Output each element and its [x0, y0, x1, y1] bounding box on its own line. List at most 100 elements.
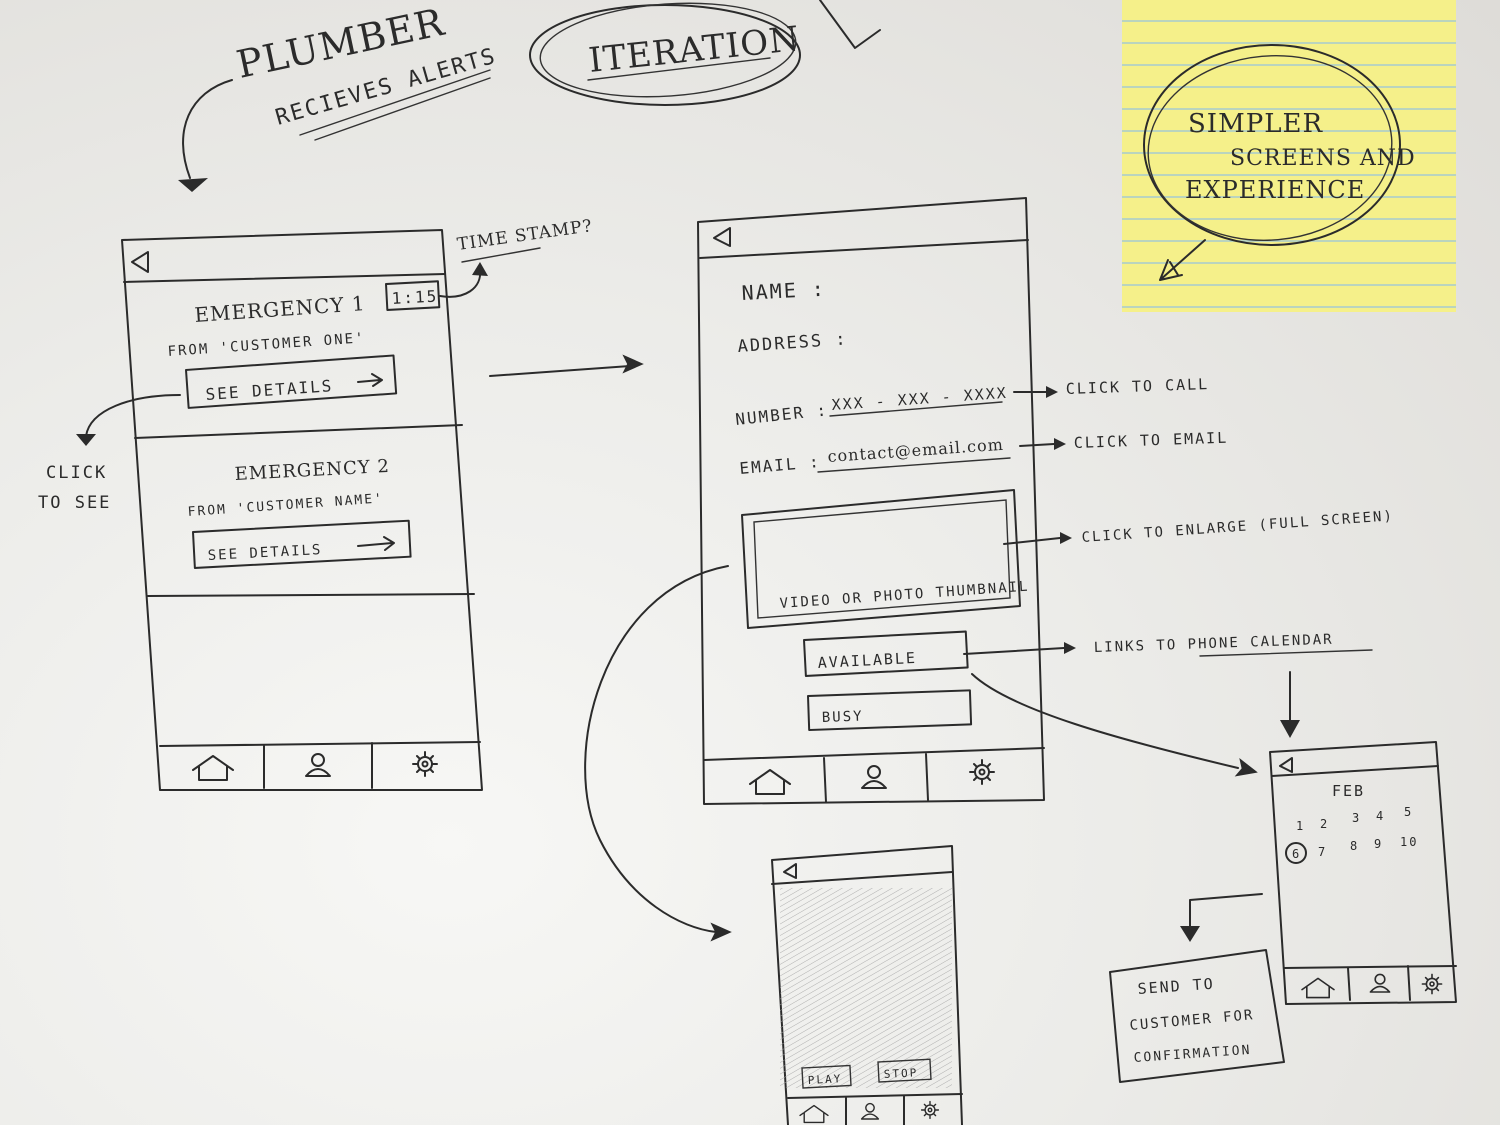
gear-icon[interactable] [1421, 973, 1443, 995]
flow-arrow [1189, 893, 1263, 927]
available-button[interactable]: AVAILABLE [803, 630, 969, 677]
screen-calendar: FEB 1 2 3 4 5 6 7 8 9 10 [1269, 741, 1457, 1005]
phone-frame [121, 229, 483, 791]
home-icon[interactable] [1301, 977, 1335, 999]
stop-button-box[interactable] [877, 1058, 932, 1083]
calendar-day[interactable]: 6 [1292, 847, 1301, 861]
see-details-button-2-label[interactable]: SEE DETAILS [207, 542, 322, 564]
click-to-see-annotation: CLICK TO SEE [38, 394, 181, 513]
media-thumbnail[interactable]: VIDEO OR PHOTO THUMBNAIL [741, 489, 1030, 629]
arrow-head-icon [76, 434, 96, 446]
flow-arrow [182, 79, 233, 179]
iteration-circle [529, 4, 801, 106]
time-stamp-note: TIME STAMP? [456, 216, 594, 255]
arrow-head-icon [1064, 642, 1076, 654]
back-arrow-icon[interactable] [713, 227, 731, 247]
calendar-day[interactable]: 5 [1404, 805, 1413, 819]
home-icon[interactable] [799, 1104, 829, 1124]
header-divider [123, 273, 446, 283]
calendar-month: FEB [1332, 782, 1365, 800]
see-details-button-2-box[interactable] [192, 519, 412, 569]
underline-stroke [817, 457, 1011, 473]
stop-button-label[interactable]: STOP [883, 1066, 918, 1081]
underline-stroke [314, 77, 491, 141]
email-link[interactable]: contact@email.com [827, 435, 1004, 466]
stop-button[interactable]: STOP [877, 1058, 932, 1083]
underline-stroke [829, 401, 1003, 417]
header-group: PLUMBER RECIEVES ALERTS ITERATION [178, 0, 881, 192]
calendar-day[interactable]: 8 [1350, 839, 1359, 853]
send-confirmation-box[interactable]: SEND TO CUSTOMER FOR CONFIRMATION [1109, 949, 1285, 1083]
see-details-button-1-box[interactable] [184, 354, 398, 409]
see-details-button-1[interactable]: SEE DETAILS [184, 354, 398, 409]
play-button-label[interactable]: PLAY [807, 1072, 842, 1087]
back-arrow-icon[interactable] [783, 863, 797, 879]
calendar-day[interactable]: 1 [1296, 819, 1305, 833]
phone-frame [1269, 741, 1457, 1005]
user-icon[interactable] [861, 765, 887, 789]
right-arrow-icon [357, 536, 395, 551]
calendar-day[interactable]: 2 [1320, 817, 1329, 831]
play-button[interactable]: PLAY [801, 1064, 852, 1089]
available-button-label[interactable]: AVAILABLE [817, 649, 917, 672]
calendar-day[interactable]: 9 [1374, 837, 1383, 851]
name-label: NAME : [741, 277, 826, 305]
phone-number-link[interactable]: XXX - XXX - XXXX [831, 384, 1008, 414]
emergency-1-title: EMERGENCY 1 [194, 291, 367, 327]
see-details-button-2[interactable]: SEE DETAILS [192, 519, 412, 569]
flow-arrow [584, 565, 729, 933]
click-to-email-note: CLICK TO EMAIL [1074, 429, 1229, 452]
timestamp-annotation: TIME STAMP? [439, 216, 594, 298]
home-icon[interactable] [192, 755, 234, 781]
available-button-box[interactable] [803, 630, 969, 677]
tab-bar-divider [703, 747, 1045, 761]
address-label: ADDRESS : [737, 329, 848, 357]
flow-arrow [489, 365, 631, 377]
calendar-day[interactable]: 7 [1318, 845, 1327, 859]
user-icon[interactable] [1369, 973, 1391, 993]
busy-button-box[interactable] [807, 689, 973, 731]
scribble-arrow-icon [1159, 239, 1206, 281]
phone-frame [697, 197, 1045, 805]
screen-alerts-list: 1:15 EMERGENCY 1 FROM 'CUSTOMER ONE' SEE… [121, 229, 483, 791]
arrow-head-icon [1280, 720, 1300, 738]
user-icon[interactable] [860, 1102, 880, 1120]
arrow-head-icon [1060, 532, 1072, 544]
thumbnail-image[interactable] [753, 499, 1011, 619]
sticky-note: SIMPLER SCREENS AND EXPERIENCE [1122, 0, 1456, 312]
busy-button-label[interactable]: BUSY [822, 709, 864, 726]
underline-stroke [587, 57, 771, 81]
email-label: EMAIL : [739, 452, 822, 478]
thumbnail-frame-outer[interactable] [741, 489, 1021, 629]
back-arrow-icon[interactable] [131, 251, 149, 273]
arrow-head-icon [1046, 386, 1058, 398]
home-icon[interactable] [749, 769, 791, 795]
annotation-arrow [1003, 537, 1061, 545]
confirmation-frame[interactable] [1109, 949, 1285, 1083]
number-label: NUMBER : [734, 400, 829, 429]
calendar-day[interactable]: 4 [1376, 809, 1385, 823]
sticky-note-circle [1143, 44, 1401, 246]
sticky-note-lines [1122, 0, 1456, 312]
gear-icon[interactable] [412, 751, 438, 777]
gear-icon[interactable] [920, 1100, 940, 1120]
back-arrow-icon[interactable] [1279, 757, 1293, 773]
screen-fullscreen-media: PLAY STOP [771, 845, 963, 1125]
busy-button[interactable]: BUSY [807, 689, 973, 731]
user-icon[interactable] [305, 753, 331, 777]
calendar-day[interactable]: 10 [1400, 835, 1418, 849]
fullscreen-media-image[interactable] [780, 888, 952, 1088]
play-button-box[interactable] [801, 1064, 852, 1089]
arrow-head-icon [472, 262, 488, 276]
annotation-arrow [85, 394, 181, 437]
calendar-day[interactable]: 3 [1352, 811, 1361, 825]
confirmation-line3: CONFIRMATION [1133, 1043, 1252, 1066]
arrow-head-icon [623, 355, 643, 373]
tab-separator [925, 753, 929, 801]
click-note: CLICK [46, 463, 107, 483]
click-to-call-note: CLICK TO CALL [1066, 375, 1210, 398]
list-divider [147, 593, 475, 597]
arrow-head-icon [1235, 759, 1259, 781]
gear-icon[interactable] [969, 759, 995, 785]
